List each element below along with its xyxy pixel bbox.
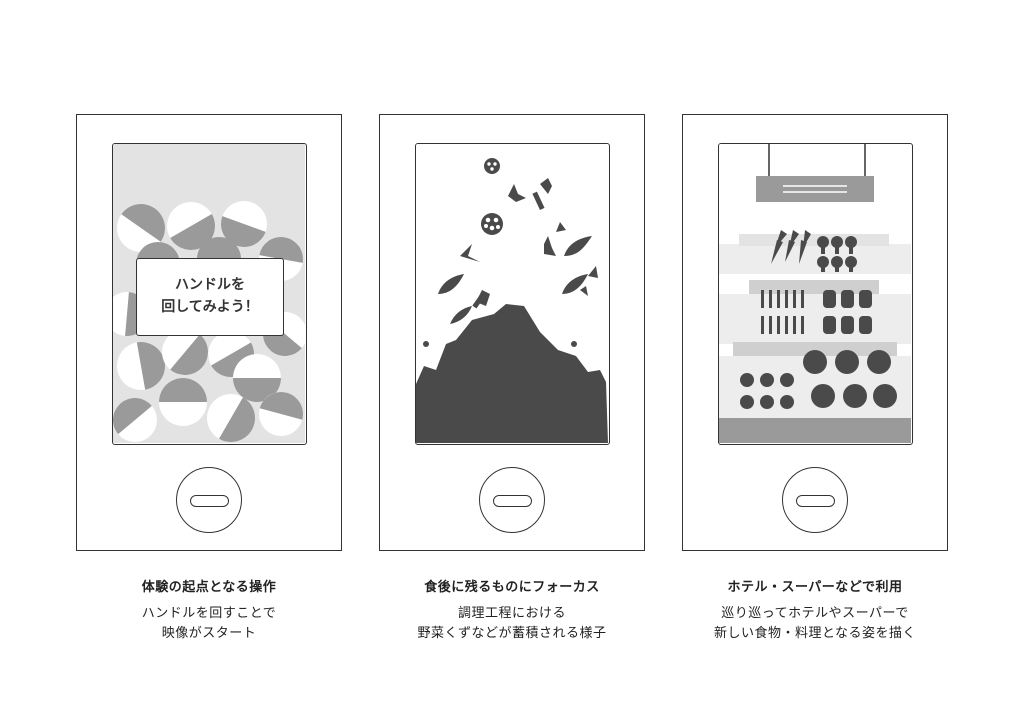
broccoli-icon [817, 236, 857, 272]
onion-icon [740, 373, 794, 409]
falling-scraps [423, 158, 598, 347]
split-circles [113, 201, 305, 442]
carrot-icon [771, 230, 811, 264]
caption-line-1: ハンドルを回すことで [141, 606, 277, 621]
popup-line-1: ハンドルを [175, 277, 245, 293]
store-shelf-graphic [719, 144, 911, 443]
lotus-root-icon [481, 213, 503, 235]
handle-knob-icon[interactable] [479, 467, 545, 533]
caption-line-2: 新しい食物・料理となる姿を描く [713, 626, 917, 641]
leaf-icon [562, 274, 588, 294]
caption-panel-1: 体験の起点となる操作 ハンドルを回すことで 映像がスタート [76, 578, 342, 644]
lotus-root-icon [484, 158, 500, 174]
bell-pepper-icon [823, 290, 872, 334]
panel-food-waste [379, 114, 645, 551]
waste-mountain [416, 304, 608, 443]
leaf-icon [438, 274, 464, 294]
knob-bar [796, 495, 835, 507]
caption-title: ホテル・スーパーなどで利用 [727, 580, 903, 595]
handle-knob-icon[interactable] [782, 467, 848, 533]
caption-panel-3: ホテル・スーパーなどで利用 巡り巡ってホテルやスーパーで 新しい食物・料理となる… [682, 578, 948, 644]
caption-title: 食後に残るものにフォーカス [424, 580, 600, 595]
hanging-sign [756, 144, 874, 202]
waste-pile-graphic [416, 144, 608, 443]
asparagus-icon [761, 290, 804, 334]
leaf-icon [564, 236, 592, 256]
caption-line-1: 巡り巡ってホテルやスーパーで [721, 606, 909, 621]
leaf-icon [450, 306, 472, 324]
caption-line-2: 野菜くずなどが蓄積される様子 [417, 626, 607, 641]
instruction-popup: ハンドルを 回してみよう！ [136, 258, 284, 336]
caption-title: 体験の起点となる操作 [141, 580, 277, 595]
handle-knob-icon[interactable] [176, 467, 242, 533]
cabbage-icon [803, 350, 897, 408]
knob-bar [493, 495, 532, 507]
vegetables [740, 230, 897, 409]
panel-reuse-hotel-supermarket [682, 114, 948, 551]
screen-display: ハンドルを 回してみよう！ [112, 143, 307, 445]
popup-line-2: 回してみよう！ [161, 299, 259, 315]
screen-display [415, 143, 610, 445]
caption-line-1: 調理工程における [457, 606, 566, 621]
caption-panel-2: 食後に残るものにフォーカス 調理工程における 野菜くずなどが蓄積される様子 [379, 578, 645, 644]
screen-display [718, 143, 913, 445]
panel-start-operation: ハンドルを 回してみよう！ [76, 114, 342, 551]
knob-bar [190, 495, 229, 507]
caption-line-2: 映像がスタート [161, 626, 257, 641]
